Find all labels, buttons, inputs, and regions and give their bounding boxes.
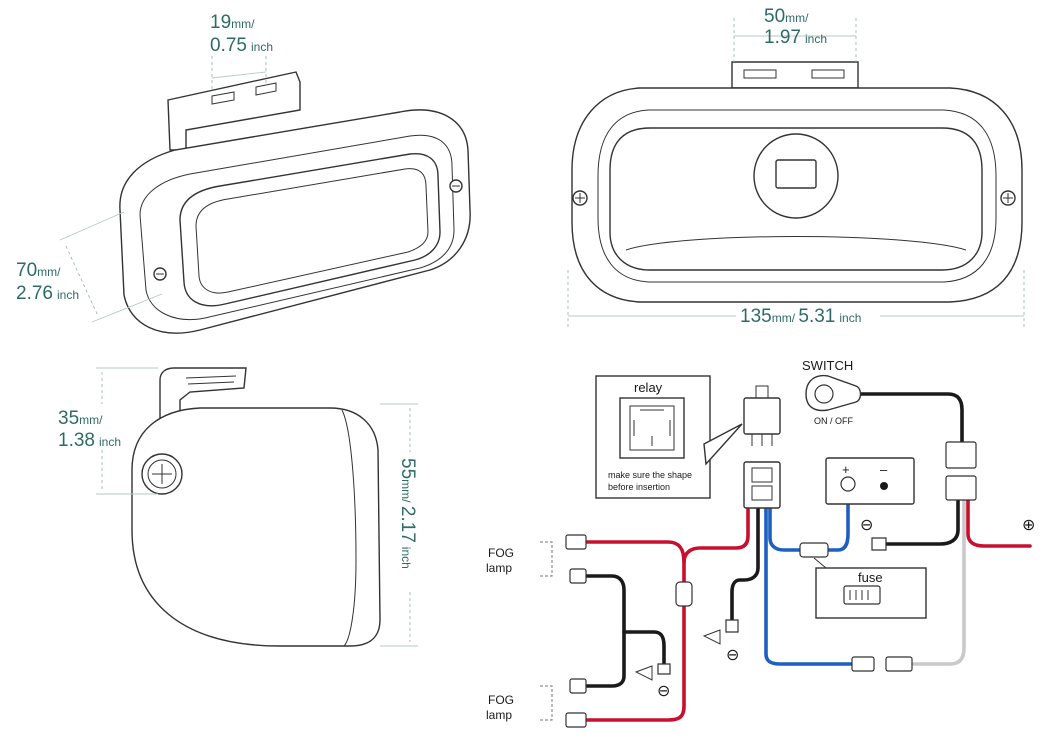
ground-lug-3 (871, 537, 887, 551)
relay-socket (743, 461, 781, 509)
fuse-holder (799, 542, 829, 558)
svg-text:lamp: lamp (486, 708, 512, 722)
relay-note-line2: before insertion (608, 482, 670, 492)
svg-text:50mm/: 50mm/ (764, 6, 809, 27)
lamp-side-view (96, 367, 418, 647)
wiring-diagram: FOG lamp FOG lamp ⊖ ⊖ relay make sure th… (486, 358, 1035, 728)
battery-positive: + (842, 462, 850, 477)
svg-text:19mm/: 19mm/ (210, 12, 255, 33)
ground-lug-1: ⊖ (634, 663, 671, 700)
switch-state-label: ON / OFF (814, 416, 853, 426)
fog-lamp-connector-2 (565, 678, 587, 728)
fuse-inset: fuse (813, 557, 927, 619)
svg-text:⊖: ⊖ (657, 681, 670, 700)
lamp-perspective-view (59, 56, 471, 334)
switch: SWITCH ON / OFF (802, 358, 862, 426)
fog-lamp-connector-1 (565, 534, 587, 584)
fuse-label: fuse (858, 570, 883, 585)
switch-label: SWITCH (802, 358, 853, 373)
inline-connector (675, 581, 693, 607)
svg-text:70mm/: 70mm/ (16, 260, 61, 281)
relay-inset: relay make sure the shape before inserti… (595, 375, 743, 499)
svg-text:35mm/: 35mm/ (58, 408, 103, 429)
relay (743, 385, 781, 446)
svg-text:55mm/ 2.17inch: 55mm/ 2.17inch (397, 458, 418, 569)
switch-connector (945, 441, 977, 501)
fog-lamp-label-2: FOG (488, 693, 514, 707)
relay-note-line1: make sure the shape (608, 470, 692, 480)
relay-label: relay (634, 380, 663, 395)
svg-text:lamp: lamp (486, 561, 512, 575)
ground-lug-2: ⊖ (702, 619, 739, 664)
battery: + – (825, 457, 915, 505)
fog-lamp-label-1: FOG (488, 546, 514, 560)
svg-text:⊖: ⊖ (726, 645, 739, 664)
battery-negative: – (880, 462, 888, 477)
positive-terminal-symbol: ⊕ (1022, 515, 1035, 534)
battery-ground-symbol: ⊖ (860, 515, 873, 534)
signal-connector (851, 656, 913, 672)
dimension-height: 55mm/ 2.17inch (397, 458, 418, 569)
lamp-front-view (567, 18, 1025, 330)
